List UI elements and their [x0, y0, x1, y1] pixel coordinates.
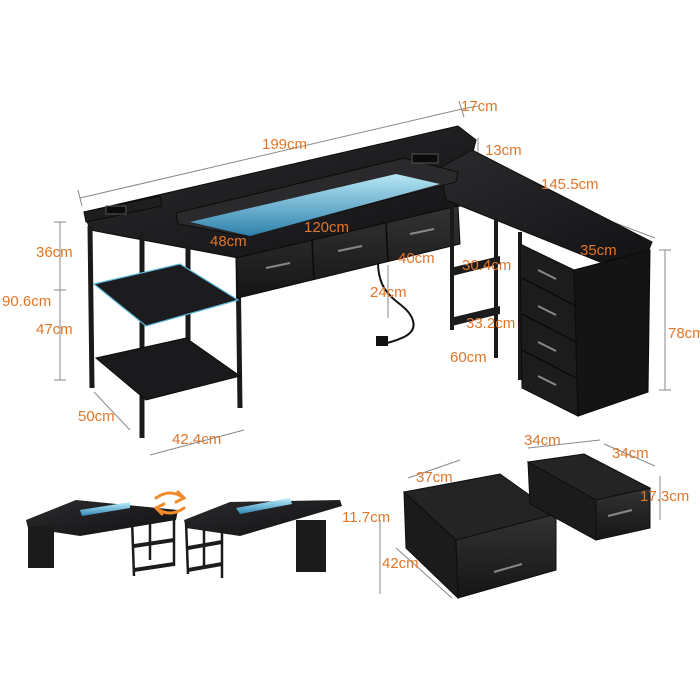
dimension-desk-height: 78cm	[668, 325, 700, 342]
drawer-cabinet	[519, 243, 579, 417]
dimension-side-shelf-height: 33.2cm	[466, 315, 516, 332]
dimension-knee-height: 40cm	[398, 250, 435, 267]
dimension-lower-shelf-height: 47cm	[36, 321, 73, 338]
dimension-small-drawer-depth: 34cm	[612, 445, 649, 462]
dimension-side-shelf-width: 30.4cm	[462, 257, 512, 274]
dimension-big-drawer-width: 37cm	[416, 469, 453, 486]
dimension-cabinet-depth: 35cm	[580, 242, 617, 259]
dimension-base-depth: 50cm	[78, 408, 115, 425]
side-open-shelf	[450, 306, 500, 326]
dimension-shelf-depth: 17cm	[461, 98, 498, 115]
dimension-small-drawer-height: 17.3cm	[640, 488, 690, 505]
dimension-big-drawer-depth: 42cm	[382, 555, 419, 572]
dimension-riser-height: 13cm	[485, 142, 522, 159]
main-desk-illustration	[83, 125, 653, 438]
bottom-shelf	[94, 337, 242, 401]
large-drawer-illustration	[402, 473, 558, 600]
power-plug-icon	[376, 336, 388, 346]
led-light-strip	[190, 174, 440, 236]
dimension-hutch-height: 36cm	[36, 244, 73, 261]
dimension-small-drawer-width: 34cm	[524, 432, 561, 449]
l-return-desktop-surface	[439, 149, 653, 263]
reversible-desk-right	[184, 498, 342, 578]
small-drawer-illustration	[526, 453, 652, 541]
drawer-cabinet-side	[573, 249, 651, 417]
dimension-drawer-span: 120cm	[304, 219, 350, 236]
dimension-total-height: 90.6cm	[2, 293, 52, 310]
dimension-big-drawer-height: 11.7cm	[342, 509, 391, 526]
power-outlet-icon	[105, 205, 127, 215]
drawer-housing	[235, 205, 461, 299]
dimension-l-side-length: 145.5cm	[541, 176, 599, 193]
power-outlet-icon	[411, 153, 439, 164]
dimension-return-depth: 60cm	[450, 349, 487, 366]
dimension-shelf-width: 48cm	[210, 233, 247, 250]
power-cord	[377, 261, 415, 345]
reversible-desk-left	[26, 500, 178, 577]
swap-arrows-icon	[153, 490, 187, 516]
dimension-side-shelf-depth: 24cm	[370, 284, 407, 301]
dimension-base-width: 42.4cm	[172, 431, 222, 448]
dimension-overall-length: 199cm	[262, 136, 308, 153]
side-open-shelf	[450, 256, 500, 276]
middle-shelf	[92, 263, 240, 327]
